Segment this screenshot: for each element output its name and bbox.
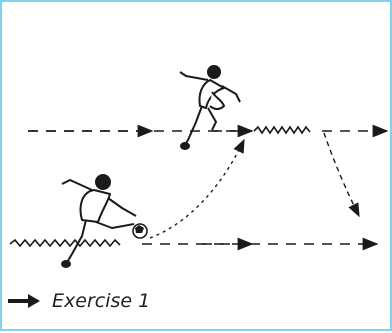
drop-curve	[324, 133, 359, 216]
upper-run-line	[28, 127, 387, 133]
upper-dribble-zigzag	[254, 127, 310, 133]
receiver-figure-icon	[180, 66, 240, 149]
legend: Exercise 1	[8, 284, 150, 318]
ball-icon	[133, 224, 147, 238]
exercise-caption: Exercise 1	[52, 290, 150, 312]
pass-curve	[150, 140, 244, 238]
lower-dribble-zigzag	[10, 240, 120, 246]
kicker-figure-icon	[62, 175, 136, 267]
lower-run-line	[10, 240, 377, 246]
legend-arrow-icon	[8, 294, 40, 308]
